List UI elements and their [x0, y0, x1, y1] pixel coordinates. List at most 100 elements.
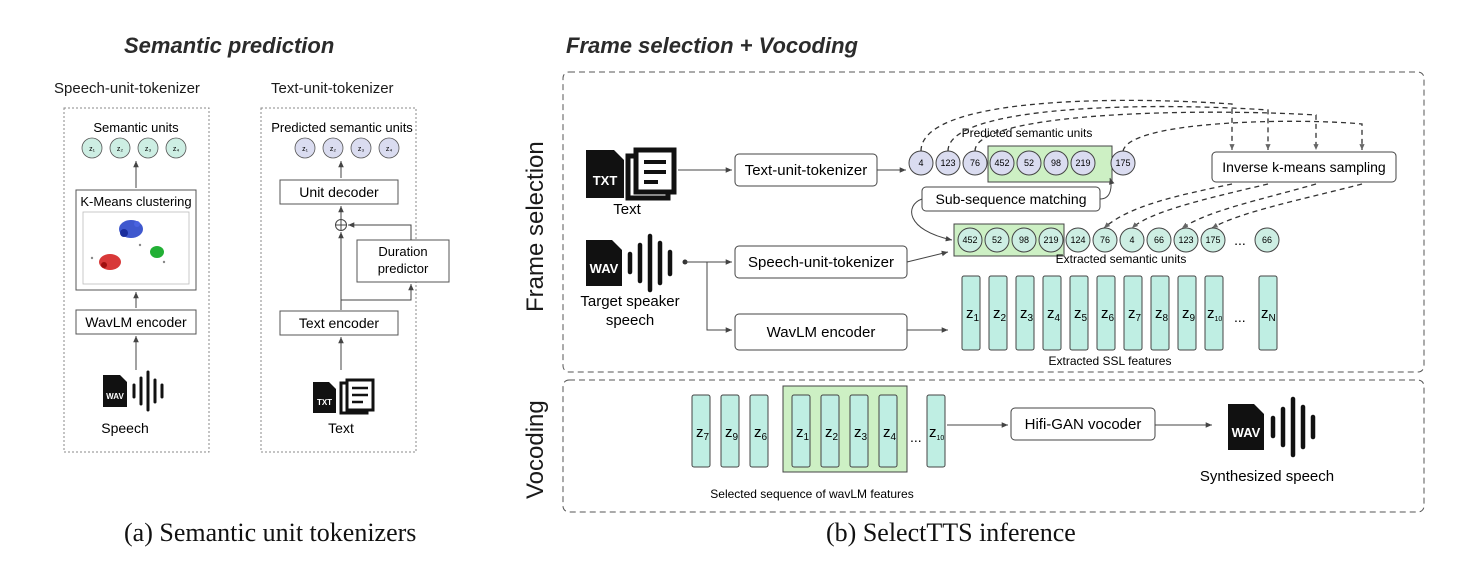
selected-features-row: z7 z9 z6 z1 z2 z3 z4 ... z10: [691, 394, 946, 468]
text-input-label-a: Text: [328, 420, 354, 436]
frame-selection-label: Frame selection: [522, 141, 549, 312]
selected-feature-index: 6: [762, 432, 768, 443]
output-label: Synthesized speech: [1200, 468, 1334, 485]
text-tokenizer-frame: [260, 107, 417, 453]
waveform-icon: [1270, 396, 1316, 458]
duration-label-1: Duration: [378, 244, 427, 259]
selected-feature-index: 10: [937, 435, 945, 442]
selected-feature-index: 1: [804, 432, 810, 443]
duration-label-2: predictor: [378, 261, 429, 276]
wavlm-encoder-box-a: [75, 309, 197, 335]
txt-file-icon: TXT: [586, 150, 624, 198]
inverse-kmeans-box: [1211, 151, 1397, 183]
selected-feature-index: 9: [733, 432, 739, 443]
speech-tokenizer-frame: [63, 107, 210, 453]
predicted-unit: 219: [1075, 158, 1090, 168]
mapping-arcs-top: [920, 99, 1365, 152]
extracted-unit: 4: [1129, 235, 1134, 245]
ssl-feature-index: 3: [1028, 313, 1034, 324]
ssl-feature-index: N: [1269, 313, 1276, 324]
waveform-icon: [627, 233, 673, 293]
extracted-unit: 66: [1154, 235, 1164, 245]
extracted-unit: 76: [1100, 235, 1110, 245]
predicted-units-row: 4 123 76 452 52 98 219 175: [908, 150, 1136, 176]
svg-text:WAV: WAV: [106, 392, 124, 401]
ssl-feature-index: 5: [1082, 313, 1088, 324]
unit-decoder-label: Unit decoder: [299, 184, 379, 200]
predicted-units-label-b: Predicted semantic units: [962, 126, 1093, 140]
speaker-input-label-1: Target speaker: [580, 293, 679, 310]
ssl-feature-index: 8: [1163, 313, 1169, 324]
selected-feature-index: 4: [891, 432, 897, 443]
extracted-unit: 123: [1178, 235, 1193, 245]
kmeans-label: K-Means clustering: [80, 194, 191, 209]
wav-file-icon: WAV: [586, 240, 622, 286]
vocoding-label: Vocoding: [522, 400, 549, 499]
wavlm-encoder-box-b: [734, 313, 908, 351]
inverse-kmeans-label: Inverse k-means sampling: [1222, 159, 1385, 175]
text-encoder-label: Text encoder: [299, 315, 379, 331]
extracted-unit: 124: [1070, 235, 1085, 245]
ssl-feature-index: 7: [1136, 313, 1142, 324]
text-encoder-box: [279, 310, 399, 336]
selected-feature-index: 3: [862, 432, 868, 443]
ssl-feature-index: 1: [974, 313, 980, 324]
extracted-unit-ellipsis: ...: [1234, 232, 1246, 248]
extracted-unit: 175: [1205, 235, 1220, 245]
speech-unit-tokenizer-label: Speech-unit-tokenizer: [748, 254, 894, 271]
mapping-arcs-bottom: [1103, 183, 1363, 229]
semantic-units-label: Semantic units: [93, 120, 179, 135]
unit-token: z₃: [358, 146, 365, 153]
unit-decoder-box: [279, 179, 399, 205]
document-lines-icon: [625, 147, 677, 201]
predicted-unit: 76: [970, 158, 980, 168]
predicted-unit: 123: [940, 158, 955, 168]
predicted-unit: 98: [1051, 158, 1061, 168]
text-unit-tokens: z₁ z₂ z₃ z₄: [294, 137, 400, 159]
svg-text:TXT: TXT: [317, 398, 332, 407]
panel-a-title: Semantic prediction: [124, 33, 335, 58]
extracted-unit: 52: [992, 235, 1002, 245]
ssl-feature-index: 10: [1215, 316, 1223, 323]
extracted-unit: 219: [1043, 235, 1058, 245]
vocoder-box: [1010, 407, 1156, 441]
speech-input-label: Speech: [101, 420, 148, 436]
unit-token: z₄: [386, 146, 393, 153]
svg-text:WAV: WAV: [1232, 425, 1261, 440]
text-tokenizer-title: Text-unit-tokenizer: [271, 80, 394, 97]
wavlm-encoder-label-b: WavLM encoder: [767, 324, 876, 341]
vocoding-frame: [562, 379, 1425, 513]
predicted-unit: 452: [994, 158, 1009, 168]
extracted-units-label: Extracted semantic units: [1056, 252, 1187, 266]
duration-predictor-box: [356, 239, 450, 283]
unit-token: z₃: [145, 146, 152, 153]
speech-unit-tokens: z₁ z₂ z₃ z₄: [81, 137, 187, 159]
predicted-unit: 175: [1115, 158, 1130, 168]
unit-token: z₁: [302, 146, 309, 153]
text-input-label-b: Text: [613, 201, 641, 218]
panel-b-caption: (b) SelectTTS inference: [826, 518, 1076, 547]
predicted-units-label-a: Predicted semantic units: [271, 120, 413, 135]
unit-token: z₄: [173, 146, 180, 153]
ssl-feature-ellipsis: ...: [1234, 309, 1246, 325]
ssl-feature-index: 6: [1109, 313, 1115, 324]
unit-token: z₂: [330, 146, 337, 153]
selected-feature-ellipsis: ...: [910, 429, 922, 445]
vocoder-label: Hifi-GAN vocoder: [1025, 416, 1142, 433]
wav-file-icon: WAV: [103, 375, 127, 407]
txt-file-icon: TXT: [313, 382, 336, 413]
ssl-feature-index: 2: [1001, 313, 1007, 324]
document-lines-icon: [339, 378, 375, 415]
subsequence-matching-label: Sub-sequence matching: [936, 191, 1087, 207]
speech-tokenizer-title: Speech-unit-tokenizer: [54, 80, 200, 97]
selected-feature-index: 7: [704, 432, 710, 443]
wav-file-icon: WAV: [1228, 404, 1264, 450]
ssl-features-label: Extracted SSL features: [1049, 354, 1172, 368]
panel-a-caption: (a) Semantic unit tokenizers: [124, 518, 417, 547]
frame-selection-frame: [562, 71, 1425, 373]
wavlm-encoder-label-a: WavLM encoder: [85, 314, 187, 330]
svg-text:TXT: TXT: [593, 173, 618, 188]
panel-b-title: Frame selection + Vocoding: [566, 33, 858, 58]
ssl-features-row: z1 z2 z3 z4 z5 z6 z7 z8 z9 z10 ... zN: [961, 275, 1278, 351]
